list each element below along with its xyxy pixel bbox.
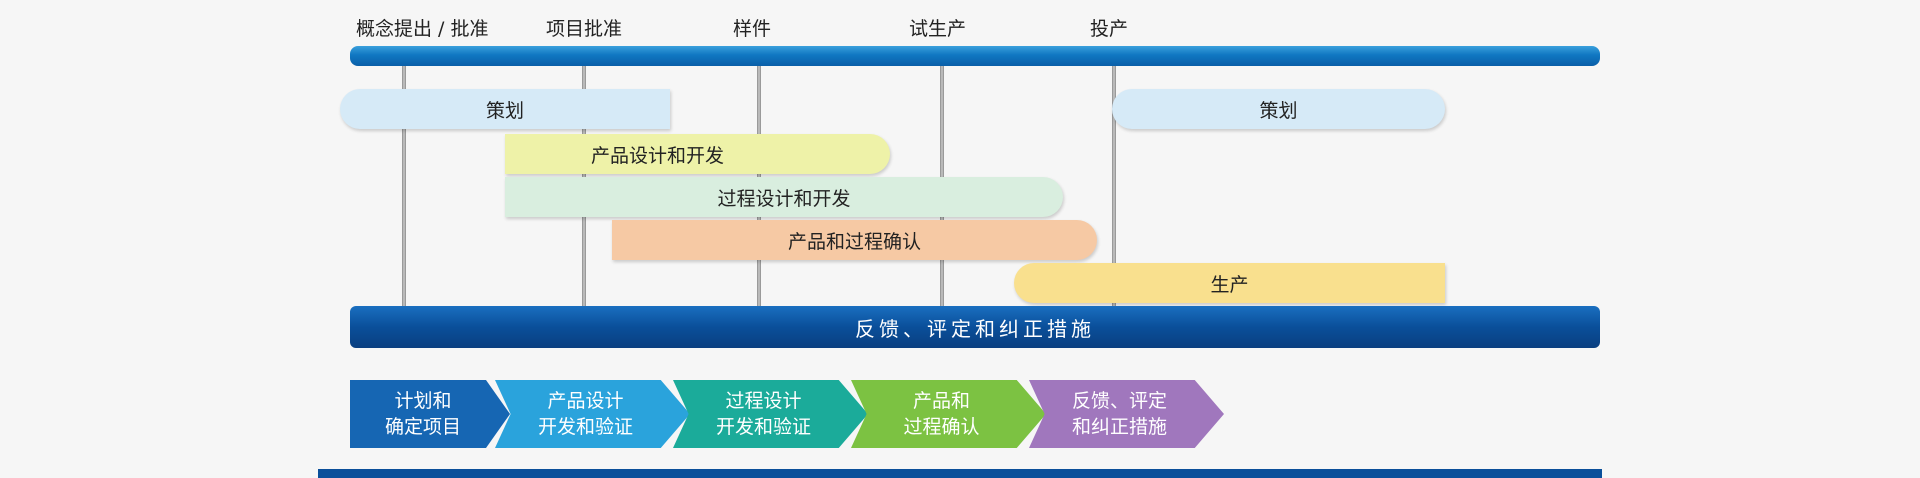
bottom-divider	[318, 469, 1602, 478]
step-feedback-line2: 和纠正措施	[1071, 416, 1167, 438]
feedback-label: 反馈、评定和纠正措施	[855, 316, 1095, 341]
phase-validation-label: 产品和过程确认	[787, 230, 921, 253]
phase-process-design: 过程设计和开发	[505, 177, 1063, 217]
step-plan-define: 计划和 确定项目	[350, 380, 510, 448]
phase-process-design-label: 过程设计和开发	[717, 187, 851, 210]
milestone-launch: 投产	[1090, 18, 1129, 40]
step-product-design: 产品设计 开发和验证	[495, 380, 690, 448]
timeline-bar	[350, 46, 1600, 66]
phase-production: 生产	[1014, 263, 1445, 303]
phase-planning-left: 策划	[340, 89, 670, 129]
step-process-design-line2: 开发和验证	[715, 416, 811, 438]
milestone-project-approval: 项目批准	[546, 18, 623, 40]
milestone-concept-approval: 概念提出 / 批准	[356, 18, 489, 40]
phase-product-design: 产品设计和开发	[505, 134, 890, 174]
phase-validation: 产品和过程确认	[612, 220, 1097, 260]
step-process-design: 过程设计 开发和验证	[673, 380, 868, 448]
gate-line-concept	[402, 66, 406, 306]
step-validation-line2: 过程确认	[903, 416, 980, 438]
step-validation-line1: 产品和	[912, 390, 970, 412]
phase-production-label: 生产	[1210, 273, 1249, 296]
phase-planning-right: 策划	[1112, 89, 1445, 129]
phase-planning-left-label: 策划	[485, 99, 524, 122]
step-product-design-line2: 开发和验证	[537, 416, 633, 438]
step-plan-define-line1: 计划和	[394, 390, 452, 412]
step-plan-define-line2: 确定项目	[384, 416, 461, 438]
feedback-bar: 反馈、评定和纠正措施	[350, 306, 1600, 348]
phase-planning-right-label: 策划	[1259, 99, 1298, 122]
step-process-design-line1: 过程设计	[725, 390, 802, 412]
gate-line-launch	[1112, 66, 1116, 306]
milestone-prototype: 样件	[733, 18, 772, 40]
milestone-pilot: 试生产	[909, 18, 967, 40]
step-feedback-line1: 反馈、评定	[1071, 390, 1167, 412]
step-feedback: 反馈、评定 和纠正措施	[1029, 380, 1224, 448]
phase-product-design-label: 产品设计和开发	[590, 144, 724, 167]
step-validation: 产品和 过程确认	[851, 380, 1046, 448]
step-product-design-line1: 产品设计	[547, 390, 624, 412]
